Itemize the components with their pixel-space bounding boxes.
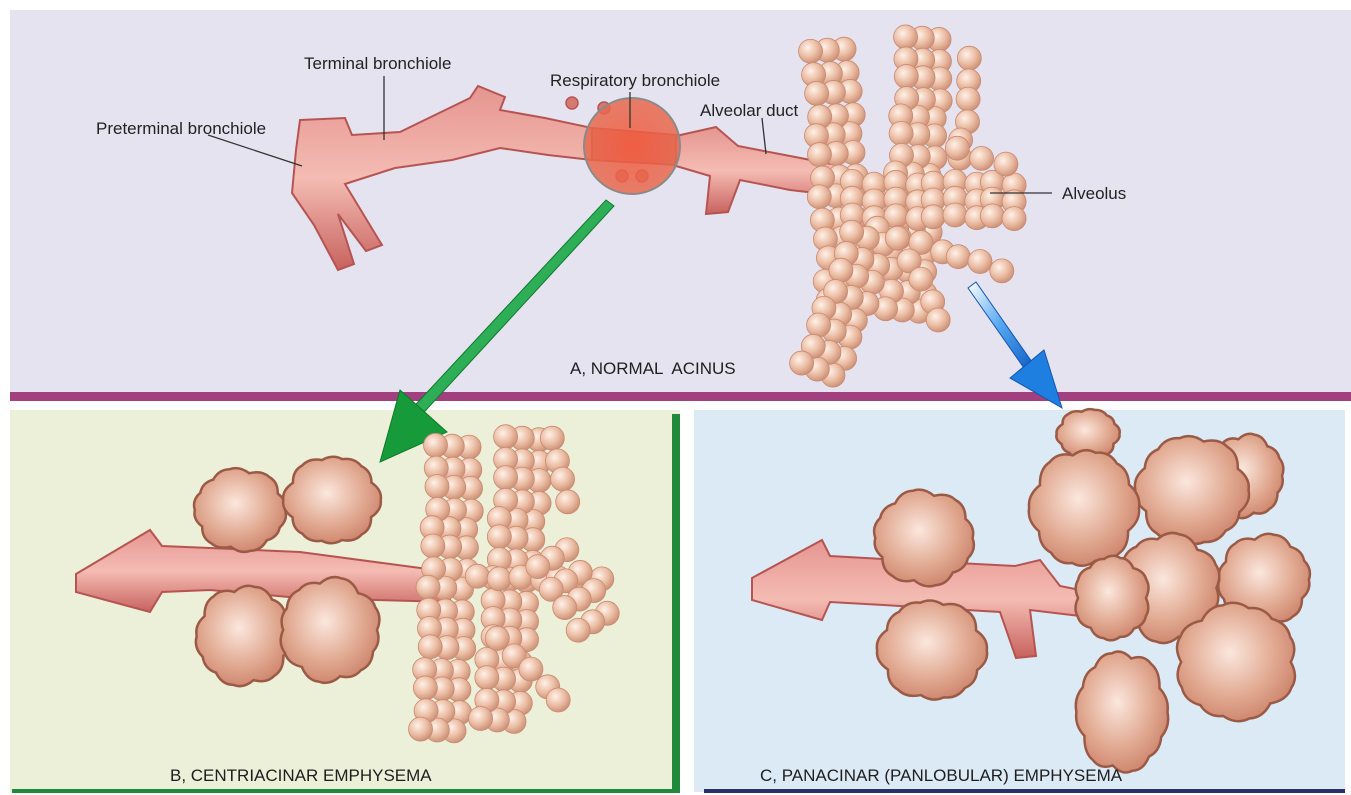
panel-b-bottom-border xyxy=(12,789,680,793)
alveolus-ball xyxy=(465,564,489,588)
alveolus-ball xyxy=(409,717,433,741)
enlarged-airspace xyxy=(1076,652,1168,773)
respiratory-bronchiole-highlight xyxy=(584,98,680,194)
label-respiratory-bronchiole: Respiratory bronchiole xyxy=(550,71,720,90)
alveolus-ball xyxy=(921,205,945,229)
alveolus-ball xyxy=(553,596,577,620)
alveolus-ball xyxy=(418,635,442,659)
enlarged-airspace xyxy=(1029,450,1139,566)
alveolus-ball xyxy=(894,64,918,88)
alveolus-ball xyxy=(416,575,440,599)
panel-a-background xyxy=(10,10,1351,394)
label-preterminal-bronchiole: Preterminal bronchiole xyxy=(96,119,266,138)
alveolus-ball xyxy=(556,490,580,514)
alveolus-ball xyxy=(926,308,950,332)
alveolus-ball xyxy=(526,555,550,579)
alveolus-ball xyxy=(469,707,493,731)
alveolus-ball xyxy=(956,87,980,111)
alveolus-ball xyxy=(894,25,918,49)
alveolus-ball xyxy=(421,534,445,558)
alveolus-ball xyxy=(519,657,543,681)
alveolus-ball xyxy=(885,226,909,250)
enlarged-airspace xyxy=(877,600,987,699)
alveolus-ball xyxy=(494,466,518,490)
alveolus-ball xyxy=(807,185,831,209)
alveolus-ball xyxy=(487,525,511,549)
alveolus-ball xyxy=(807,313,831,337)
alveolus-ball xyxy=(805,81,829,105)
alveolus-ball xyxy=(487,567,511,591)
panel-divider xyxy=(10,392,1351,401)
alveolus-ball xyxy=(494,425,518,449)
alveolus-ball xyxy=(551,467,575,491)
alveolus-ball xyxy=(840,220,864,244)
enlarged-airspace xyxy=(283,457,381,544)
label-alveolus: Alveolus xyxy=(1062,184,1126,203)
alveolus-ball xyxy=(994,152,1018,176)
panel-a-title: A, NORMAL ACINUS xyxy=(570,359,736,378)
label-alveolar-duct: Alveolar duct xyxy=(700,101,799,120)
alveolus-ball xyxy=(968,250,992,274)
alveolus-ball xyxy=(957,46,981,70)
alveolus-ball xyxy=(540,426,564,450)
alveolus-ball xyxy=(546,688,570,712)
enlarged-airspace xyxy=(1135,436,1249,544)
alveolus-ball xyxy=(566,618,590,642)
alveolus-ball xyxy=(790,351,814,375)
alveolus-ball xyxy=(1002,207,1026,231)
alveolus-ball xyxy=(799,39,823,63)
alveolus-ball xyxy=(945,136,969,160)
alveolus-ball xyxy=(829,258,853,282)
alveolus-ball xyxy=(425,474,449,498)
enlarged-airspace xyxy=(194,468,286,552)
alveolus-ball xyxy=(946,245,970,269)
alveolus-ball xyxy=(475,666,499,690)
alveolus-ball xyxy=(943,203,967,227)
alveolus-ball xyxy=(990,259,1014,283)
alveolus-ball xyxy=(980,204,1004,228)
panel-b-right-border xyxy=(672,414,680,790)
enlarged-airspace xyxy=(196,586,292,686)
alveolus-ball xyxy=(889,121,913,145)
alveolus-ball xyxy=(413,676,437,700)
alveolus-ball xyxy=(807,143,831,167)
panel-c-bottom-border xyxy=(704,789,1345,793)
panel-b-title: B, CENTRIACINAR EMPHYSEMA xyxy=(170,766,432,785)
panel-c-title: C, PANACINAR (PANLOBULAR) EMPHYSEMA xyxy=(760,766,1123,785)
enlarged-airspace xyxy=(1075,556,1148,641)
alveolus-ball xyxy=(970,146,994,170)
alveolus-ball xyxy=(485,626,509,650)
label-terminal-bronchiole: Terminal bronchiole xyxy=(304,54,451,73)
alveolus-ball xyxy=(909,267,933,291)
alveolus-ball xyxy=(424,433,448,457)
